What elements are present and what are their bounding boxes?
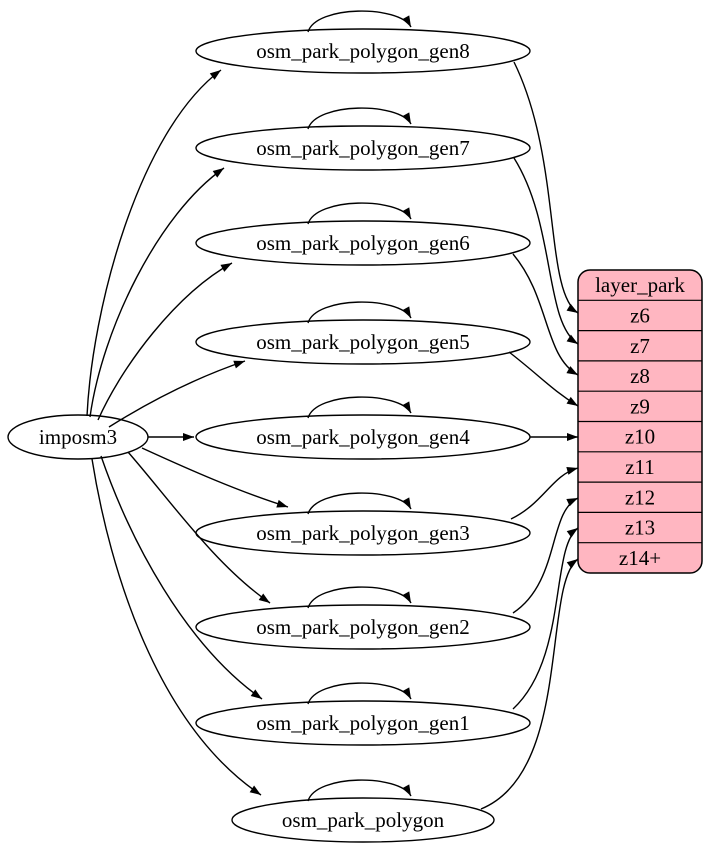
- node-osm_park_polygon_gen2: osm_park_polygon_gen2: [195, 604, 531, 650]
- edge-osm_park_polygon_gen4-to-z10-arrowhead: [567, 433, 578, 441]
- edge-osm_park_polygon-to-z14plus: [480, 558, 579, 810]
- edge-osm_park_polygon_gen5-to-z9: [508, 351, 579, 407]
- edge-self-loop-osm_park_polygon_gen7-arrowhead: [402, 112, 411, 124]
- node-osm_park_polygon: osm_park_polygon: [231, 797, 495, 843]
- edge-imposm3-to-osm_park_polygon_gen3: [141, 447, 289, 508]
- edge-imposm3-to-osm_park_polygon_gen2-arrowhead: [258, 593, 270, 603]
- edge-self-loop-osm_park_polygon_gen6-arrowhead: [402, 207, 411, 219]
- edge-imposm3-to-osm_park_polygon_gen8-arrowhead: [209, 70, 221, 80]
- node-label-osm_park_polygon: osm_park_polygon: [282, 808, 445, 832]
- edge-self-loop-osm_park_polygon_gen4-arrowhead: [402, 401, 411, 413]
- edge-self-loop-osm_park_polygon-arrowhead: [402, 784, 411, 796]
- edge-osm_park_polygon_gen5-to-z9-arrowhead: [566, 396, 578, 406]
- node-ellipse-osm_park_polygon_gen7: [195, 125, 531, 171]
- edge-imposm3-to-osm_park_polygon: [91, 458, 262, 796]
- edge-self-loop-osm_park_polygon_gen1-arrowhead: [402, 687, 411, 699]
- node-label-osm_park_polygon_gen5: osm_park_polygon_gen5: [256, 330, 469, 354]
- node-ellipse-osm_park_polygon_gen2: [195, 604, 531, 650]
- table-row-z8: z8: [630, 364, 650, 388]
- node-osm_park_polygon_gen4: osm_park_polygon_gen4: [195, 414, 531, 460]
- node-ellipse-osm_park_polygon_gen1: [195, 700, 531, 746]
- node-ellipse-osm_park_polygon: [231, 797, 495, 843]
- edge-osm_park_polygon_gen8-to-z6: [513, 61, 579, 314]
- table-row-z10: z10: [625, 425, 655, 449]
- edge-osm_park_polygon_gen2-to-z12-arrowhead: [566, 498, 578, 507]
- table-row-z6: z6: [630, 303, 650, 327]
- edge-imposm3-to-osm_park_polygon-arrowhead: [249, 785, 261, 795]
- edge-imposm3-to-osm_park_polygon_gen8: [86, 69, 222, 417]
- table-row-z11: z11: [625, 455, 655, 479]
- edge-osm_park_polygon_gen1-to-z13: [512, 527, 579, 710]
- node-osm_park_polygon_gen1: osm_park_polygon_gen1: [195, 700, 531, 746]
- node-osm_park_polygon_gen7: osm_park_polygon_gen7: [195, 125, 531, 171]
- node-label-osm_park_polygon_gen4: osm_park_polygon_gen4: [256, 425, 470, 449]
- table-title: layer_park: [595, 273, 685, 297]
- edge-osm_park_polygon_gen2-to-z12: [512, 497, 579, 614]
- edge-imposm3-to-osm_park_polygon_gen7: [89, 167, 225, 418]
- nodes-layer: imposm3 osm_park_polygon_gen8 osm_park_pol…: [7, 28, 531, 843]
- node-imposm3: imposm3: [7, 414, 149, 460]
- edge-osm_park_polygon_gen3-to-z11: [510, 467, 579, 520]
- edge-osm_park_polygon_gen7-to-z7-arrowhead: [566, 334, 578, 344]
- edge-osm_park_polygon_gen8-to-z6-arrowhead: [566, 303, 578, 313]
- node-label-osm_park_polygon_gen2: osm_park_polygon_gen2: [256, 615, 469, 639]
- node-label-osm_park_polygon_gen7: osm_park_polygon_gen7: [256, 136, 469, 160]
- table-row-z12: z12: [625, 485, 655, 509]
- node-osm_park_polygon_gen5: osm_park_polygon_gen5: [195, 319, 531, 365]
- node-osm_park_polygon_gen8: osm_park_polygon_gen8: [195, 28, 531, 74]
- edge-osm_park_polygon_gen6-to-z8-arrowhead: [566, 366, 578, 375]
- edge-osm_park_polygon_gen3-to-z11-arrowhead: [566, 466, 578, 475]
- table-row-z7: z7: [630, 334, 650, 358]
- node-osm_park_polygon_gen6: osm_park_polygon_gen6: [195, 220, 531, 266]
- node-ellipse-osm_park_polygon_gen5: [195, 319, 531, 365]
- edge-self-loop-osm_park_polygon_gen3-arrowhead: [402, 497, 411, 509]
- edge-imposm3-to-osm_park_polygon_gen5-arrowhead: [233, 360, 245, 369]
- edges-layer: [86, 10, 579, 810]
- node-label-imposm3: imposm3: [39, 425, 117, 449]
- table-row-z14plus: z14+: [619, 546, 661, 570]
- table-row-z9: z9: [630, 394, 650, 418]
- edge-self-loop-osm_park_polygon_gen2-arrowhead: [402, 591, 411, 603]
- edge-osm_park_polygon_gen1-to-z13-arrowhead: [566, 528, 578, 538]
- edge-self-loop-osm_park_polygon_gen5-arrowhead: [402, 306, 411, 318]
- edge-imposm3-to-osm_park_polygon_gen1: [100, 455, 263, 700]
- node-label-osm_park_polygon_gen1: osm_park_polygon_gen1: [256, 711, 469, 735]
- edge-self-loop-osm_park_polygon_gen8-arrowhead: [402, 15, 411, 27]
- edge-imposm3-to-osm_park_polygon_gen2: [127, 451, 271, 604]
- edge-imposm3-to-osm_park_polygon_gen7-arrowhead: [212, 168, 224, 178]
- node-label-osm_park_polygon_gen3: osm_park_polygon_gen3: [256, 521, 469, 545]
- table-row-z13: z13: [625, 516, 655, 540]
- edge-imposm3-to-osm_park_polygon_gen5: [108, 360, 246, 428]
- edge-imposm3-to-osm_park_polygon_gen3-arrowhead: [276, 499, 288, 508]
- edge-osm_park_polygon_gen6-to-z8: [512, 253, 579, 376]
- node-label-osm_park_polygon_gen8: osm_park_polygon_gen8: [256, 39, 469, 63]
- edge-imposm3-to-osm_park_polygon_gen1-arrowhead: [250, 689, 262, 699]
- node-label-osm_park_polygon_gen6: osm_park_polygon_gen6: [256, 231, 469, 255]
- edge-osm_park_polygon_gen7-to-z7: [513, 157, 579, 345]
- node-ellipse-osm_park_polygon_gen6: [195, 220, 531, 266]
- layer-park-table: layer_park z6 z7 z8 z9 z10 z11 z12 z13 z14+: [577, 269, 703, 574]
- edge-imposm3-to-osm_park_polygon_gen6-arrowhead: [220, 263, 232, 272]
- edge-imposm3-to-osm_park_polygon_gen4-arrowhead: [183, 433, 194, 441]
- edge-osm_park_polygon-to-z14plus-arrowhead: [566, 559, 578, 569]
- edge-imposm3-to-osm_park_polygon_gen6: [97, 262, 233, 421]
- node-osm_park_polygon_gen3: osm_park_polygon_gen3: [195, 510, 531, 556]
- node-ellipse-osm_park_polygon_gen8: [195, 28, 531, 74]
